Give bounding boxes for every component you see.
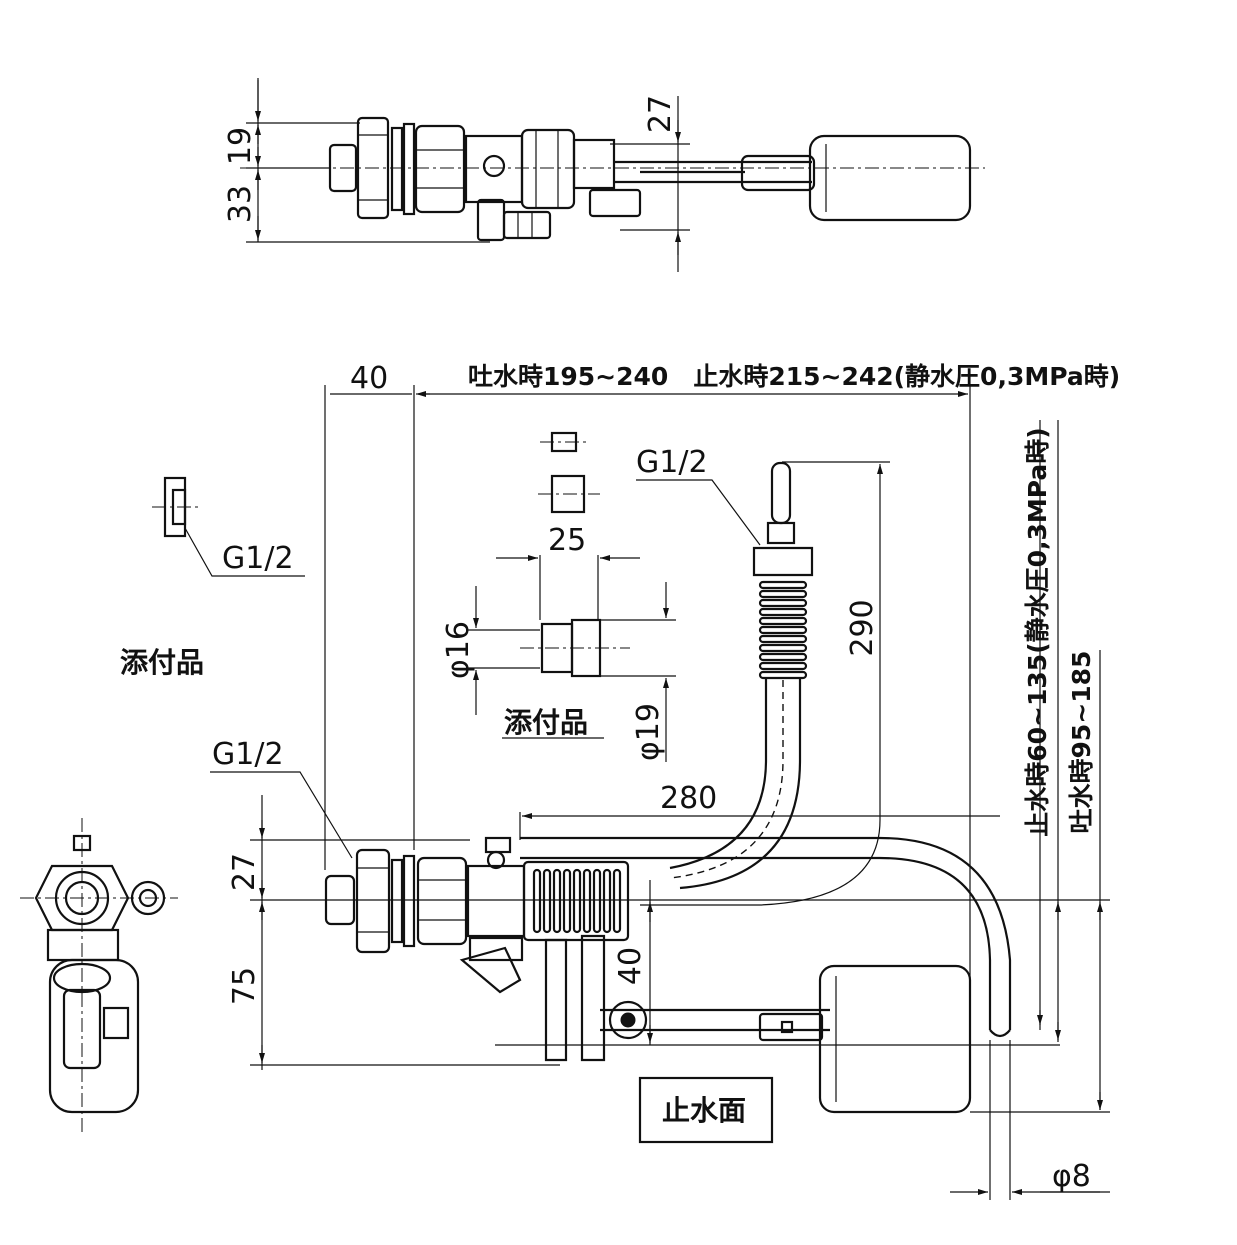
accessory-width-25: 25 — [548, 523, 586, 558]
inlet-thread-label: G1/2 — [636, 445, 708, 480]
main-dim-27: 27 — [227, 853, 262, 891]
stop-level-label: 止水面 — [662, 1094, 746, 1127]
top-view — [240, 78, 985, 272]
top-dim-19: 19 — [223, 127, 258, 165]
valve-bellows — [532, 868, 622, 934]
accessory-label-center: 添付品 — [504, 706, 588, 739]
accessory-small — [152, 476, 305, 577]
discharge-range-label: 吐水時95~185 — [1067, 651, 1096, 834]
main-dim-40-side: 40 — [613, 947, 648, 985]
main-view — [210, 385, 1110, 1200]
main-span-label: 吐水時195~240 止水時215~242(静水圧0,3MPa時) — [468, 362, 1120, 391]
main-dim-75: 75 — [227, 967, 262, 1005]
accessory-label-left: 添付品 — [120, 646, 204, 679]
main-dim-290: 290 — [845, 599, 880, 656]
top-dim-27: 27 — [643, 95, 678, 133]
accessory-adapter — [466, 431, 676, 762]
accessory-outer-dia: φ19 — [631, 703, 666, 761]
labels: 19 33 27 G1/2 添付品 25 φ16 φ19 添付品 40 吐水時1… — [120, 95, 1120, 1194]
pipe-dia-label: φ8 — [1052, 1159, 1091, 1194]
valve-thread-label: G1/2 — [212, 737, 284, 772]
top-dim-33: 33 — [223, 185, 258, 223]
accessory-thread-label: G1/2 — [222, 541, 294, 576]
accessory-inner-dia: φ16 — [441, 621, 476, 679]
main-dim-40-top: 40 — [350, 361, 388, 396]
corrugated-hose — [758, 580, 808, 680]
side-view — [20, 818, 178, 1132]
main-dim-280: 280 — [660, 781, 717, 816]
stop-range-label: 止水時60~135(静水圧0,3MPa時) — [1023, 427, 1052, 836]
